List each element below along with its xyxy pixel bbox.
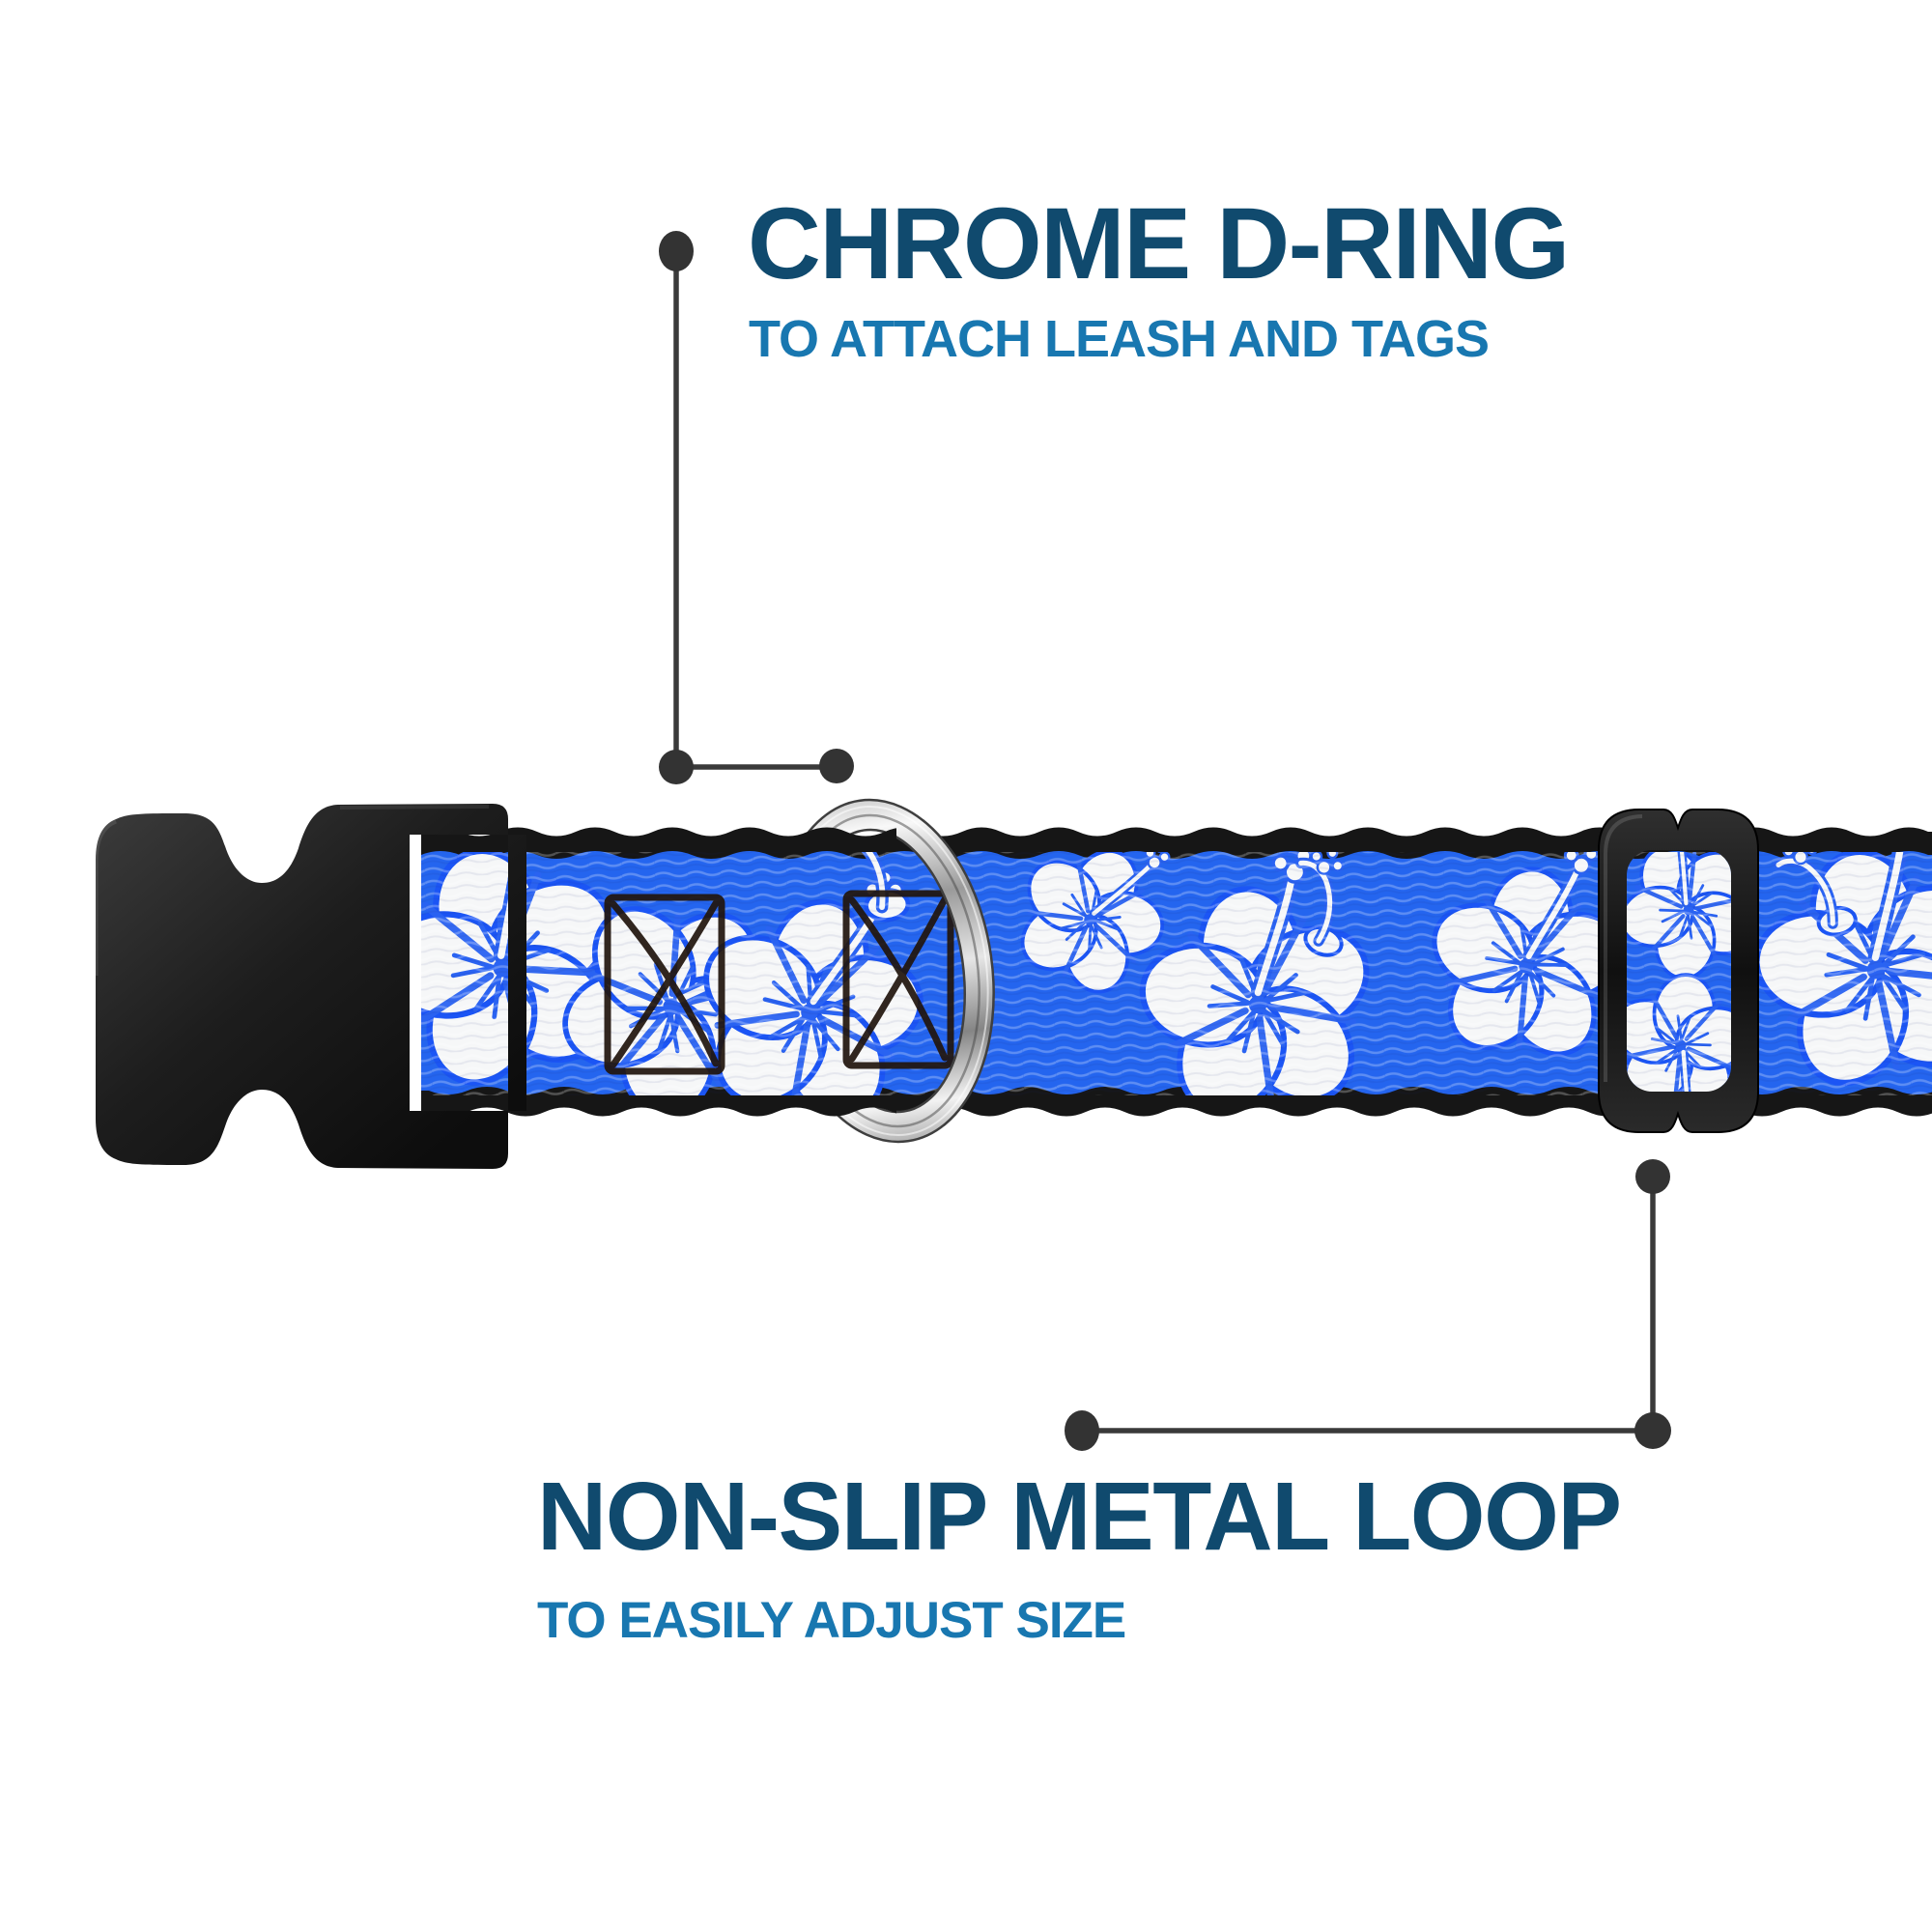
callout-dot bbox=[1635, 1159, 1670, 1194]
box-x-stitching bbox=[604, 890, 954, 1075]
callout-loop-pointer bbox=[1065, 1159, 1671, 1451]
callout-dot bbox=[1634, 1412, 1671, 1449]
callout-dring-pointer bbox=[659, 231, 854, 784]
callout-dot bbox=[659, 231, 694, 271]
callout-dot bbox=[659, 750, 694, 784]
callout-dot bbox=[1065, 1410, 1099, 1451]
dring-title: CHROME D-RING bbox=[748, 187, 1570, 300]
metal-loop-title: NON-SLIP METAL LOOP bbox=[537, 1463, 1622, 1571]
metal-loop-subtitle: TO EASILY ADJUST SIZE bbox=[537, 1592, 1126, 1649]
callout-dot bbox=[819, 749, 854, 783]
dring-subtitle: TO ATTACH LEASH AND TAGS bbox=[749, 310, 1490, 368]
buckle bbox=[93, 804, 526, 1169]
